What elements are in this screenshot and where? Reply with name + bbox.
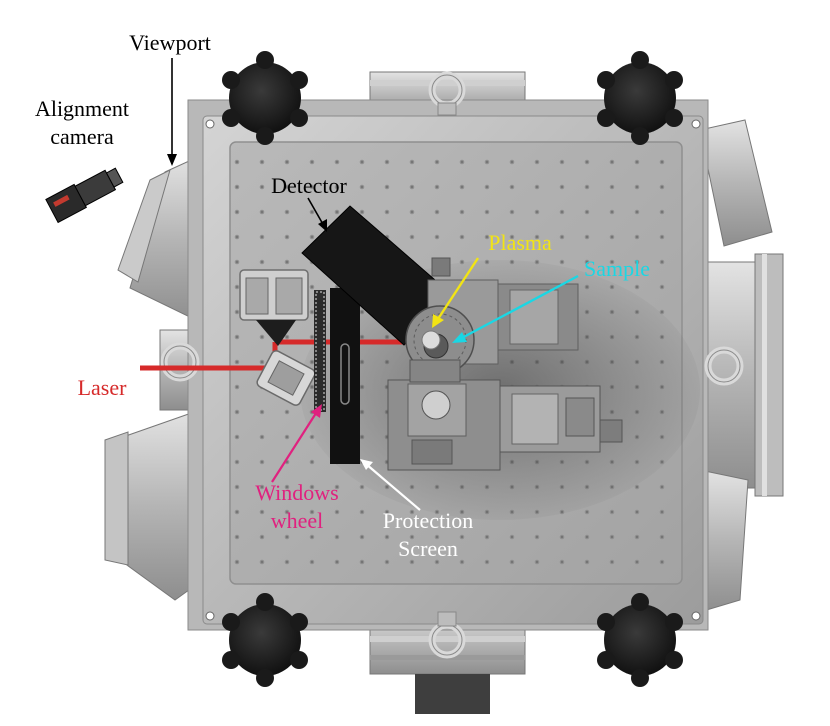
sample-arrow xyxy=(452,274,579,343)
laser-label: Laser xyxy=(78,375,128,400)
windows-wheel-label-line1: Windows xyxy=(255,480,338,505)
detector-arrow xyxy=(307,197,327,232)
knob-bottom-right xyxy=(597,593,683,687)
windows-wheel-arrow xyxy=(271,404,322,483)
plasma-arrow xyxy=(432,257,480,328)
flange-lower-left xyxy=(104,409,201,601)
knob-bottom-left xyxy=(222,593,308,687)
protection-screen-label-line1: Protection xyxy=(383,508,473,533)
mirror-mount-upper xyxy=(239,269,309,346)
detector-label: Detector xyxy=(271,173,347,198)
mirror-mount-lower xyxy=(256,350,316,406)
flange-upper-right xyxy=(699,119,773,247)
protection-screen xyxy=(330,288,360,464)
protection-screen-label-line2: Screen xyxy=(398,536,458,561)
frame-bolts xyxy=(205,119,701,621)
sample-label: Sample xyxy=(584,256,650,281)
translation-stage xyxy=(387,359,623,471)
viewport-label: Viewport xyxy=(129,30,211,55)
plasma-label: Plasma xyxy=(488,230,552,255)
windows-wheel-label-line2: wheel xyxy=(271,508,324,533)
lifting-eye-top xyxy=(428,71,466,116)
lifting-eye-left xyxy=(160,342,200,382)
knob-top-left xyxy=(222,51,308,145)
protection-screen-arrow xyxy=(360,459,421,511)
flange-right xyxy=(704,253,784,497)
knob-top-right xyxy=(597,51,683,145)
viewport-arrow xyxy=(167,58,177,166)
lifting-eye-bottom xyxy=(428,611,466,659)
alignment-camera-label-line1: Alignment xyxy=(35,96,129,121)
windows-wheel xyxy=(314,290,326,412)
camera-icon xyxy=(45,167,124,224)
alignment-camera-label-line2: camera xyxy=(50,124,114,149)
lifting-eye-right xyxy=(704,346,744,386)
